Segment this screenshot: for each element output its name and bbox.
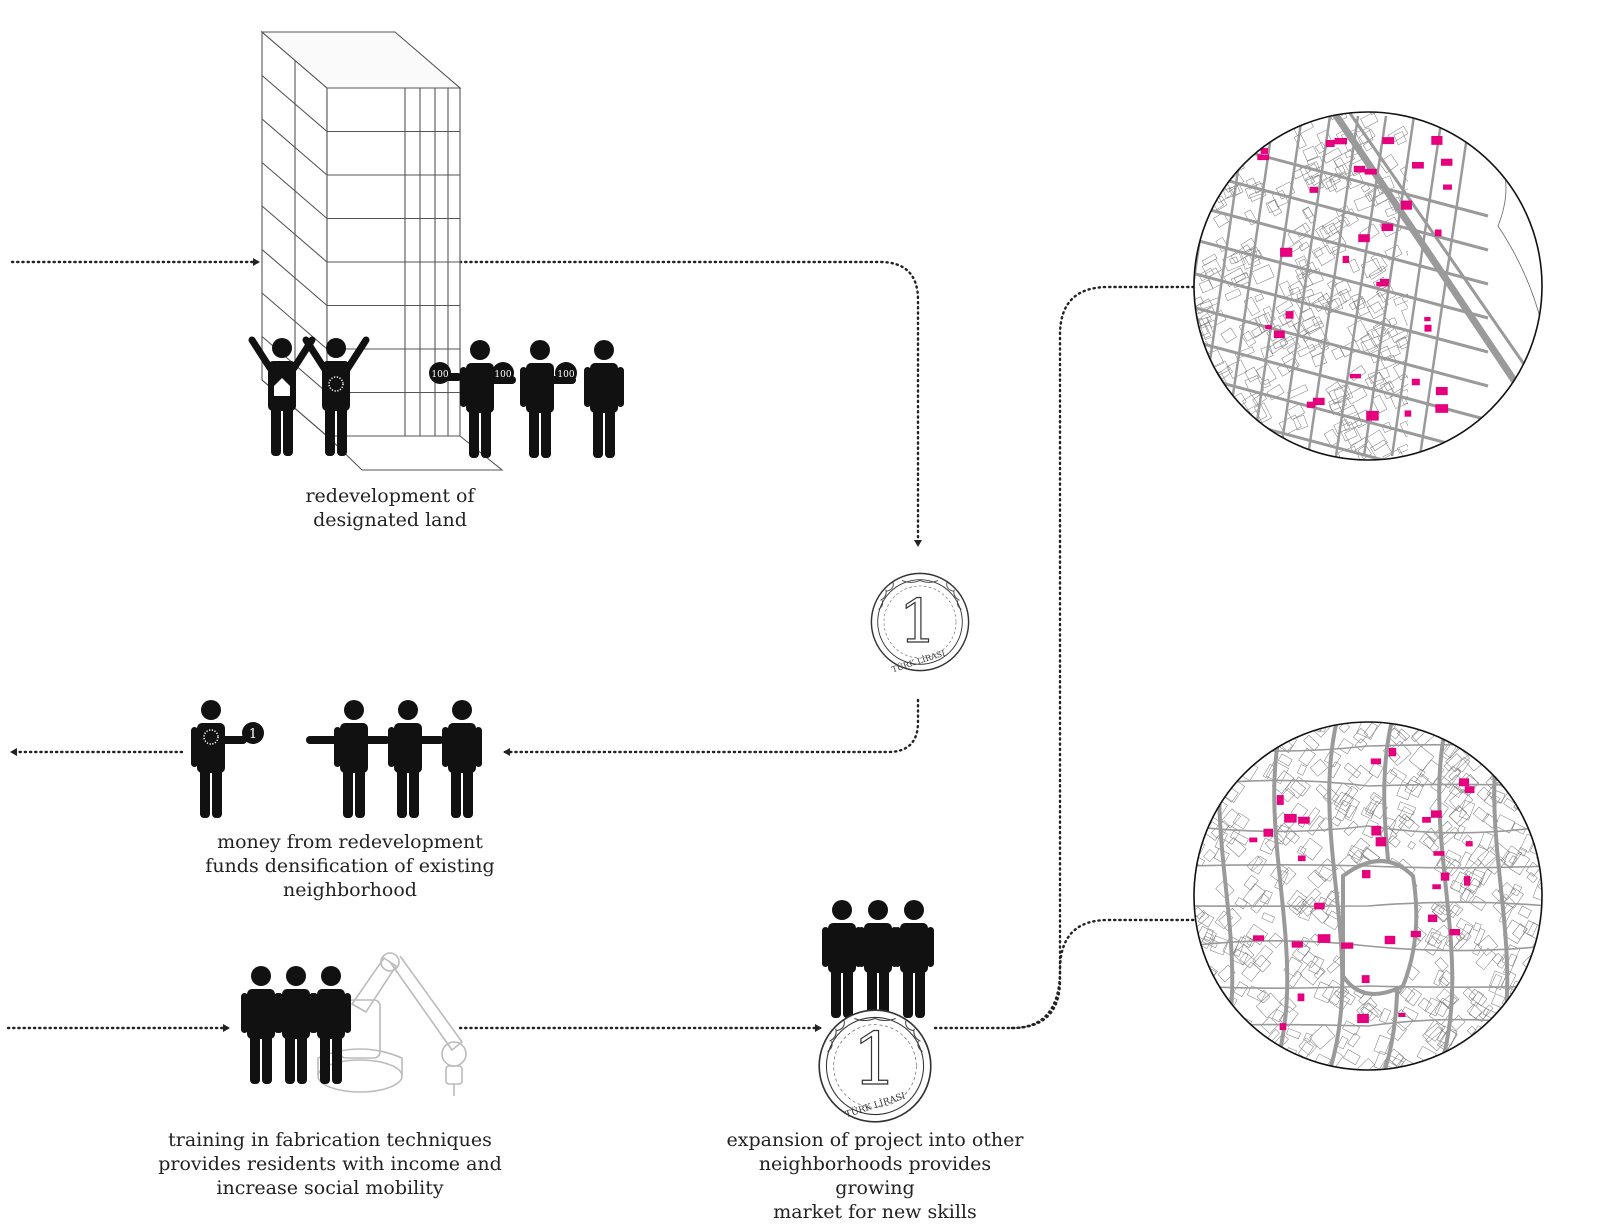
coin-numeral: 1: [852, 1017, 898, 1101]
training-people: [241, 966, 351, 1084]
banknote-badge: [429, 362, 451, 384]
house-icon: [274, 378, 290, 396]
arrow-coin-to-neighborhood: [503, 698, 920, 756]
caption-redevelopment: redevelopment of designated land: [305, 485, 475, 531]
badge-100: 100: [494, 370, 511, 380]
caption-expansion: expansion of project into other neighbor…: [726, 1129, 1024, 1223]
robot-arm-icon: [317, 952, 467, 1096]
person-icon: [334, 700, 390, 818]
coin-numeral: 1: [899, 587, 937, 657]
coin-badge-icon: [203, 729, 219, 745]
connectors: [6, 258, 1207, 1032]
buyers: 100 100 100: [429, 340, 624, 458]
coin-icon: 1 TÜRK LİRASI: [870, 572, 970, 674]
funding-people: 1: [191, 700, 482, 818]
person-icon: [858, 900, 898, 1018]
caption-money: money from redevelopment funds densifica…: [205, 831, 495, 901]
cheering-people: [252, 338, 366, 456]
banknote-badge: [555, 362, 577, 384]
coin-icon: 1 TÜRK LİRASI: [818, 1009, 932, 1123]
person-icon: [388, 700, 444, 818]
person-icon: [276, 966, 316, 1084]
building-floor-lines: [261, 75, 460, 437]
person-icon: [311, 966, 351, 1084]
person-icon: [822, 900, 862, 1018]
banknote-badge: [492, 362, 514, 384]
arrow-to-bottom-map: [1010, 916, 1207, 1030]
caption-training: training in fabrication techniques provi…: [158, 1129, 502, 1199]
person-icon: [520, 340, 576, 458]
arrow-to-top-map: [933, 283, 1207, 1030]
map-circle-top: [1193, 111, 1543, 461]
coin-badge: [242, 722, 264, 744]
arrow-building-to-coin: [458, 260, 922, 547]
badge-100: 100: [557, 370, 574, 380]
map-circle-bottom: [1193, 721, 1543, 1071]
person-icon: [241, 966, 281, 1084]
person-icon: [584, 340, 624, 458]
badge-100: 100: [431, 370, 448, 380]
coin-badge-icon: [328, 376, 344, 392]
person-icon: [442, 700, 482, 818]
person-icon: [191, 700, 247, 818]
person-icon: [460, 340, 516, 458]
badge-one: 1: [249, 727, 257, 742]
expansion-people: [822, 900, 934, 1018]
person-icon: [894, 900, 934, 1018]
